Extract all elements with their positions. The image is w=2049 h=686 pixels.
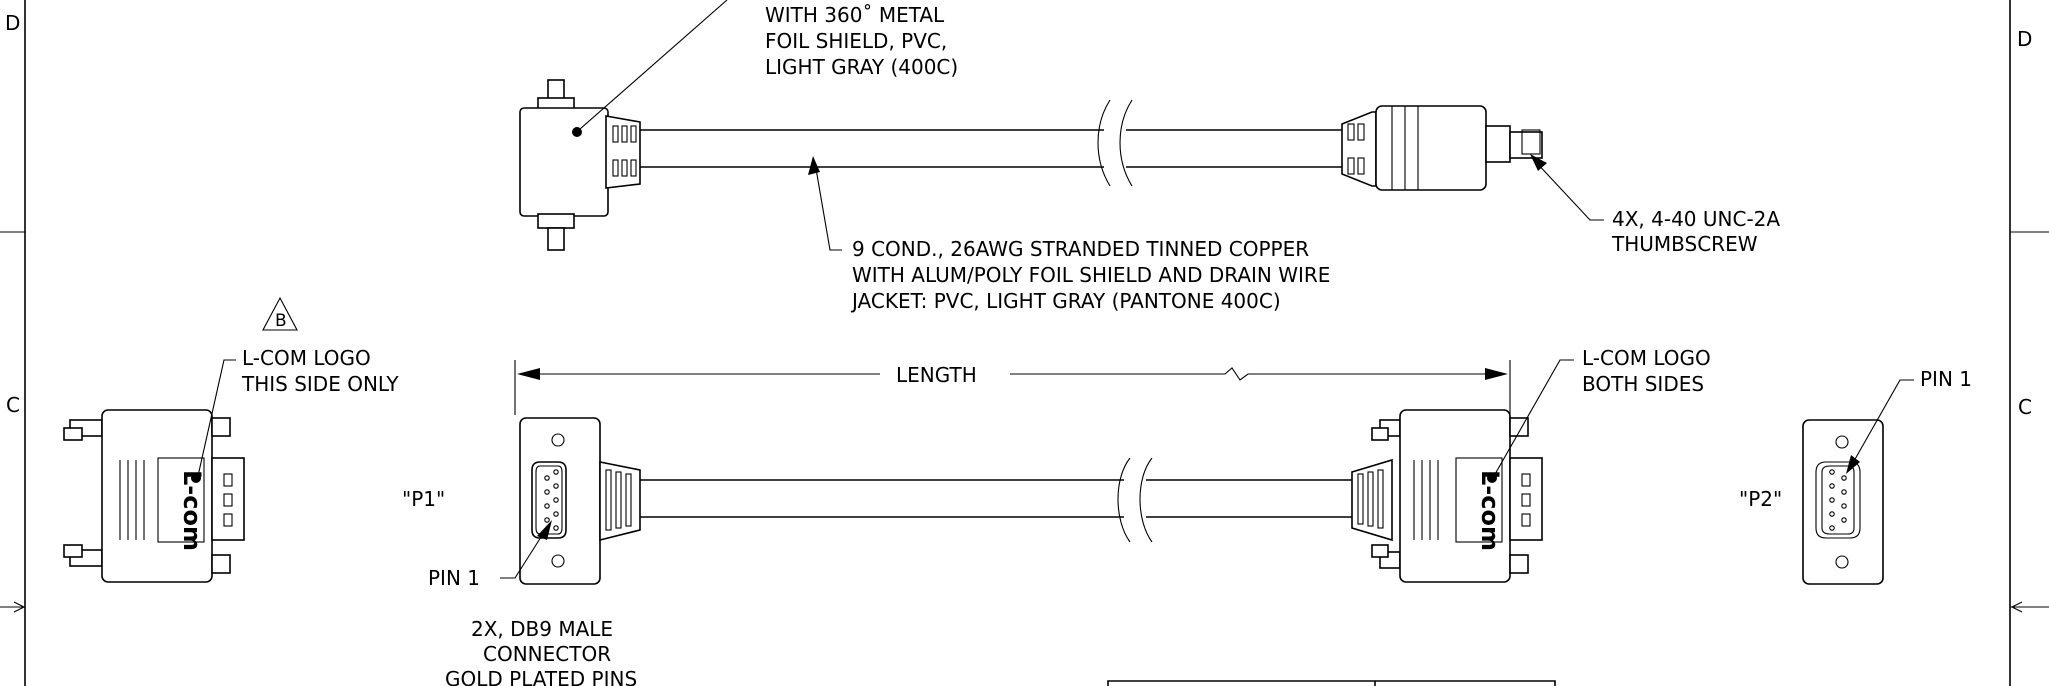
cable-note-line1: 9 COND., 26AWG STRANDED TINNED COPPER	[852, 237, 1309, 261]
length-dimension	[514, 360, 1511, 415]
jacket-leader-line	[579, 0, 728, 130]
logo-right-leader	[1493, 359, 1574, 477]
cable-leader	[808, 156, 842, 251]
zone-label-d-left: D	[5, 11, 20, 35]
pin1-right-label: PIN 1	[1920, 367, 1972, 391]
revision-marker: B	[262, 296, 298, 331]
zone-label-c-left: C	[6, 393, 20, 417]
top-view-cable-assembly	[519, 79, 1543, 251]
p2-label: "P2"	[1739, 487, 1782, 511]
top-connector-body	[519, 107, 609, 217]
jacket-note-line3: LIGHT GRAY (400C)	[765, 55, 958, 79]
zone-label-c-right: C	[2018, 395, 2032, 419]
logo-left-note-line2: THIS SIDE ONLY	[241, 372, 399, 396]
pin1-left-label: PIN 1	[428, 566, 480, 590]
p1-label: "P1"	[402, 487, 445, 511]
thumbscrew-note-line1: 4X, 4-40 UNC-2A	[1612, 207, 1780, 231]
pin1-right-leader	[1846, 379, 1914, 474]
length-label: LENGTH	[896, 363, 977, 387]
cable-note-line3: JACKET: PVC, LIGHT GRAY (PANTONE 400C)	[850, 289, 1281, 313]
logo-right-note-line2: BOTH SIDES	[1582, 372, 1704, 396]
right-logo-text: L-com	[1476, 470, 1504, 551]
pin1-left-leader	[500, 520, 552, 579]
top-connector-dot	[572, 127, 582, 137]
jacket-note-line1: WITH 360˚ METAL	[765, 3, 945, 27]
thumbscrew-leader	[1530, 154, 1604, 221]
db9-note-line3: GOLD PLATED PINS	[445, 667, 637, 686]
zone-label-d-right: D	[2017, 27, 2032, 51]
cable-note-line2: WITH ALUM/POLY FOIL SHIELD AND DRAIN WIR…	[852, 263, 1330, 287]
p2-end-view-connector	[1802, 419, 1884, 585]
left-side-view-connector: L-com	[63, 409, 245, 583]
jacket-note-line2: FOIL SHIELD, PVC,	[765, 29, 947, 53]
left-logo-text: L-com	[178, 470, 206, 551]
revision-marker-label: B	[275, 311, 287, 331]
main-cable-assembly: L-com	[519, 409, 1543, 585]
thumbscrew-note-line2: THUMBSCREW	[1611, 232, 1758, 256]
logo-left-note-line1: L-COM LOGO	[242, 346, 371, 370]
db9-note-line2: CONNECTOR	[483, 642, 611, 666]
logo-left-leader	[197, 359, 236, 477]
logo-right-note-line1: L-COM LOGO	[1582, 346, 1711, 370]
db9-note-line1: 2X, DB9 MALE	[471, 617, 613, 641]
